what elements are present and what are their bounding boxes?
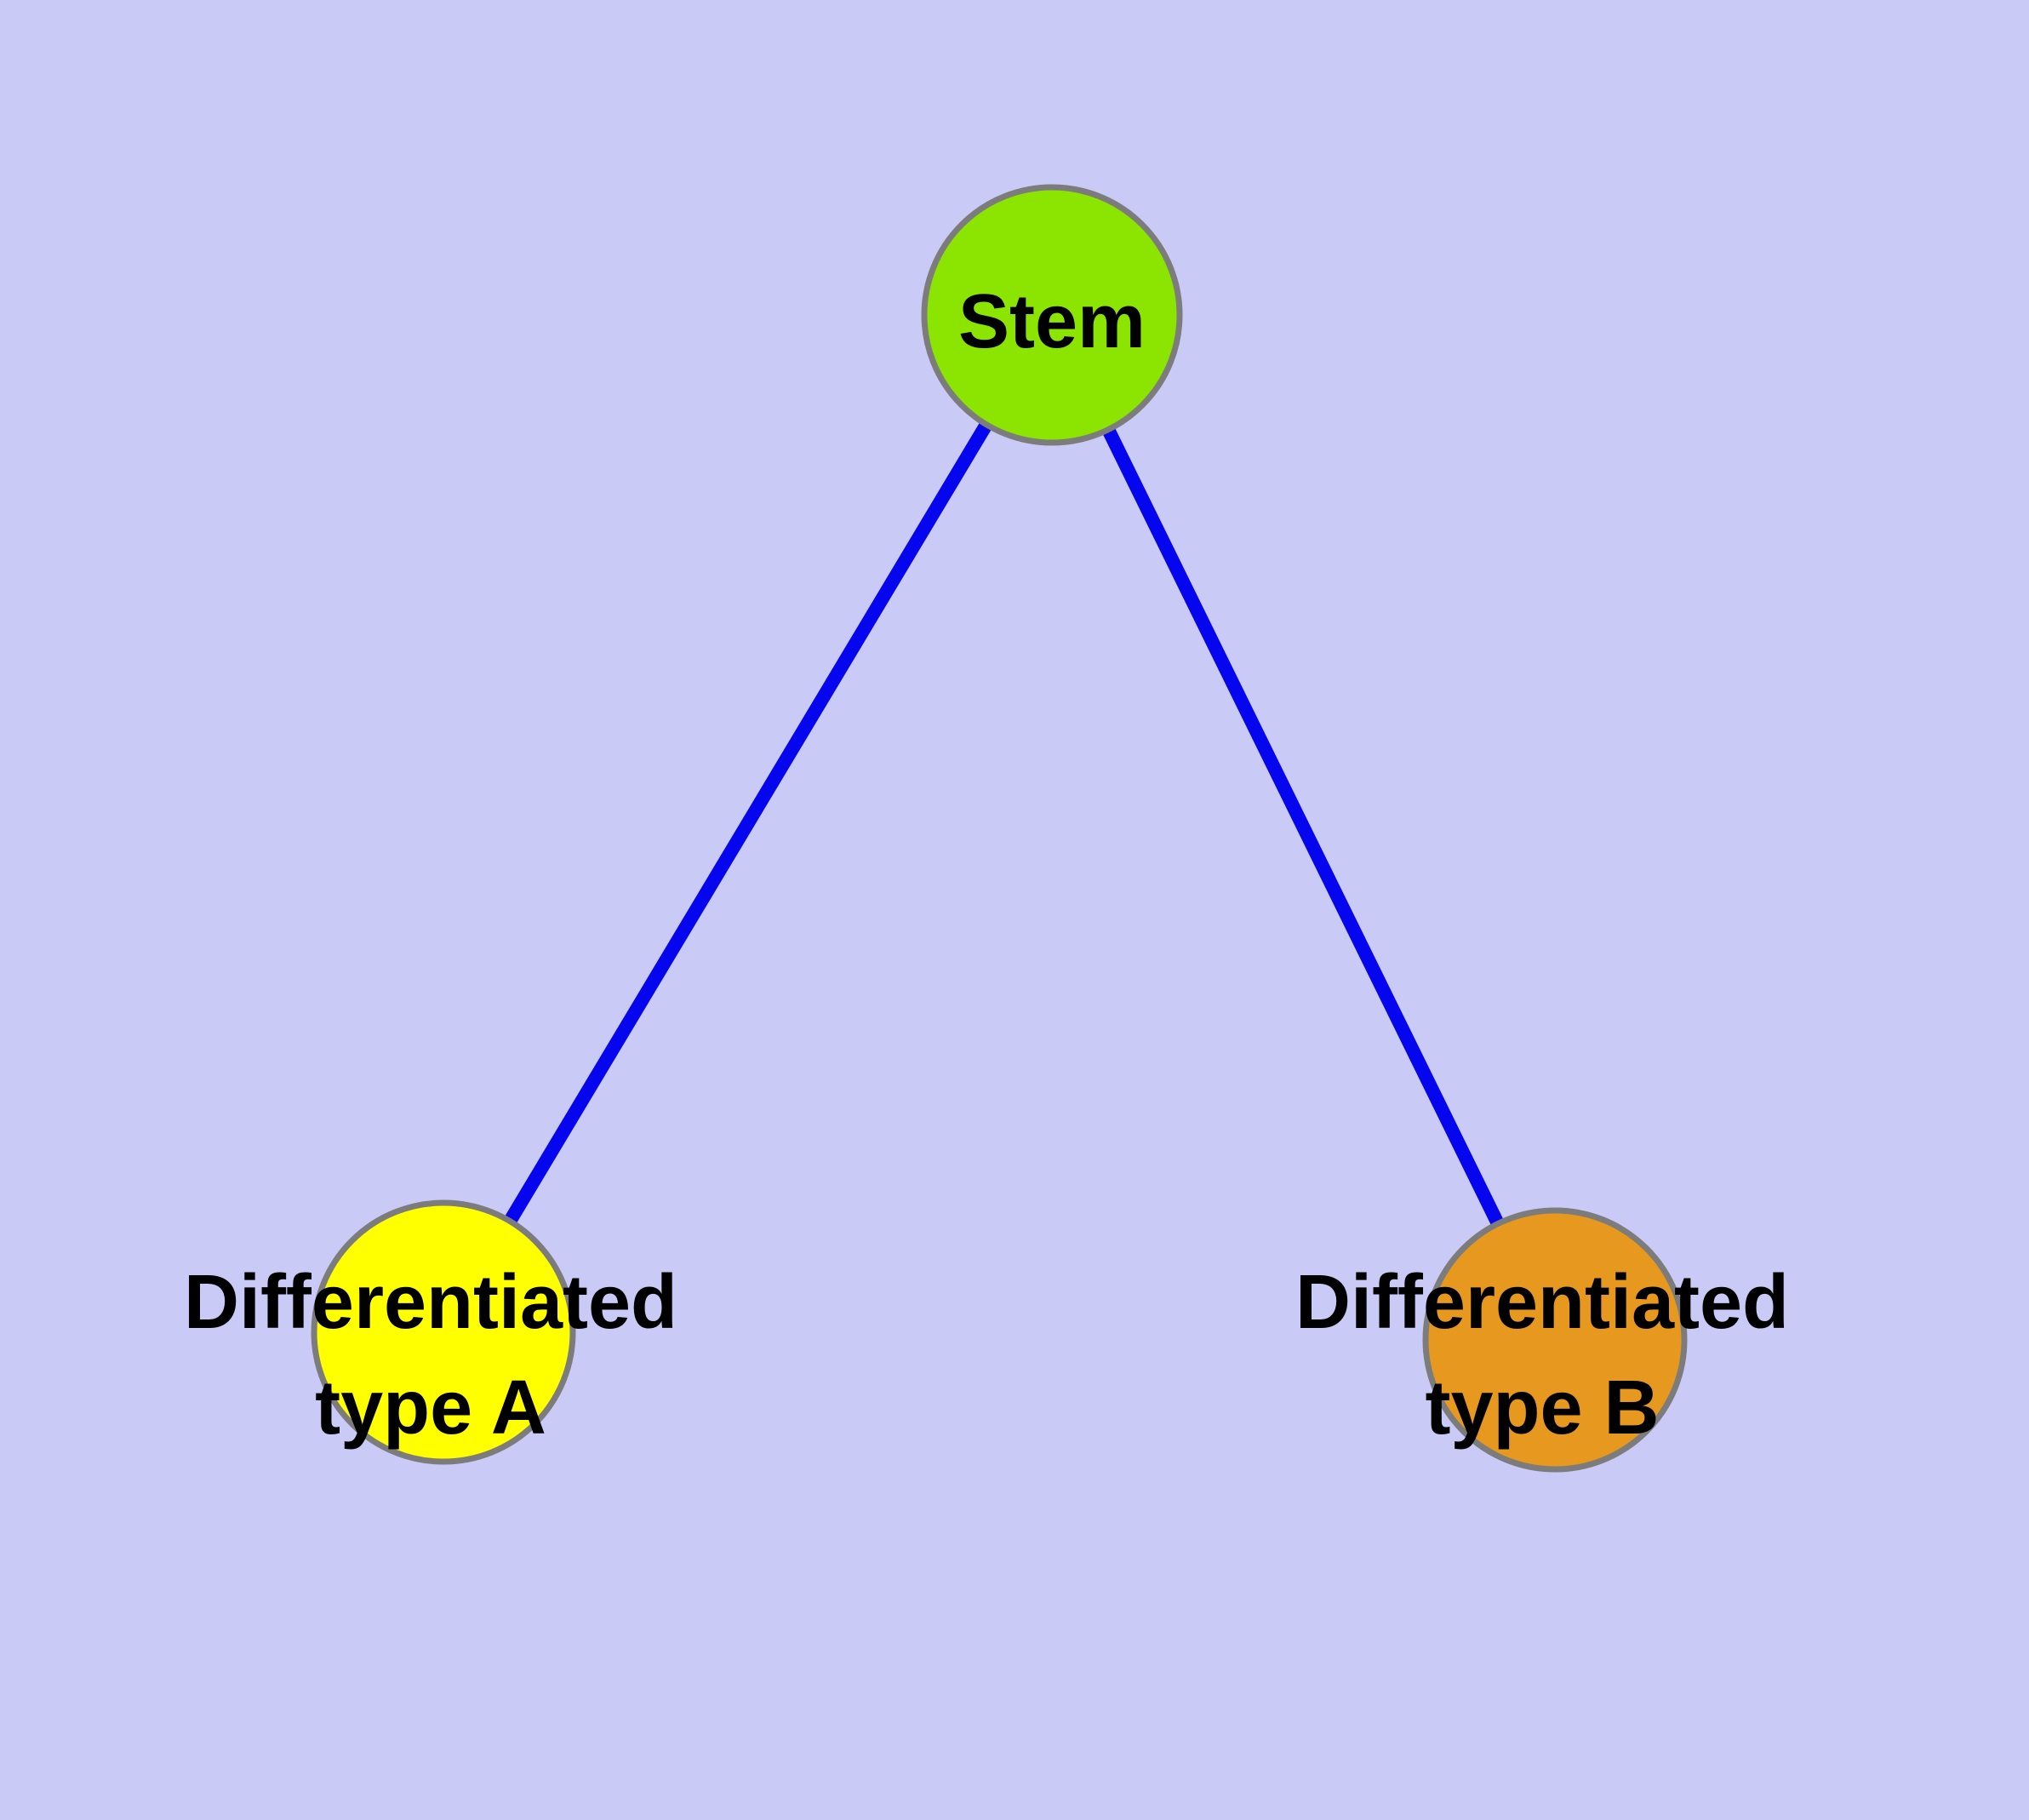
edge-stem-to-type-b bbox=[1045, 312, 1562, 1343]
node-type-b-label-line1: Differentiated bbox=[1295, 1260, 1789, 1345]
node-type-a-circle bbox=[311, 1199, 576, 1465]
edge-stem-to-type-a bbox=[437, 311, 1058, 1336]
node-type-b-circle bbox=[1422, 1207, 1688, 1473]
node-stem-label: Stem bbox=[958, 279, 1146, 364]
node-type-b-label-line2: type B bbox=[1425, 1365, 1659, 1451]
node-type-a-label-line1: Differentiated bbox=[184, 1260, 677, 1345]
node-stem-circle bbox=[921, 184, 1183, 446]
node-type-a-label-line2: type A bbox=[315, 1365, 546, 1451]
